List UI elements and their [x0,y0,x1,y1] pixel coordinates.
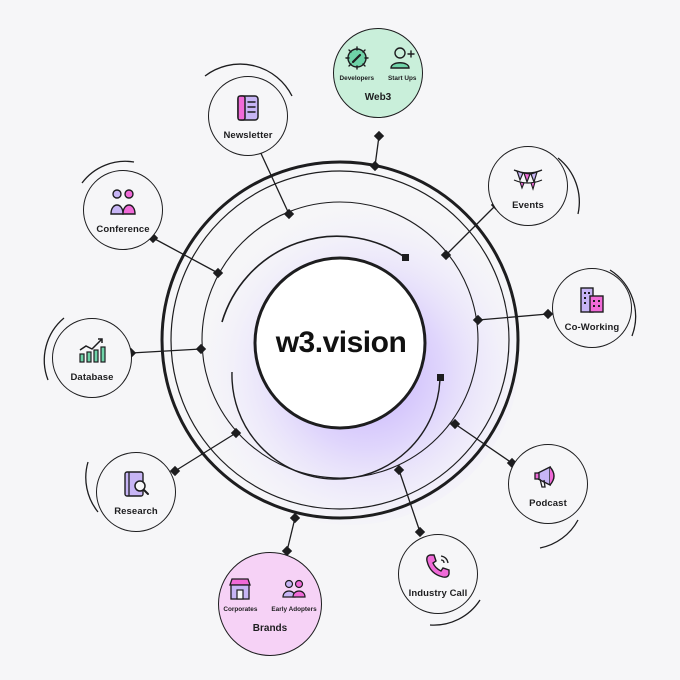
gear-wrench-icon [345,45,369,70]
brand-logo: w3.vision [256,268,426,418]
node-database[interactable]: Database [52,318,132,398]
connector-coworking [477,313,549,321]
brand-text: w3.vision [275,326,407,359]
node-label: Brands [252,622,288,634]
node-label: Database [70,371,114,383]
document-icon [237,94,259,121]
connector-events [445,204,497,256]
node-arc-conference [81,160,135,184]
connector-dot [195,343,207,355]
book-search-icon [124,470,149,497]
sub-developers: Developers [340,44,374,82]
node-label: Web3 [364,91,392,103]
connector-dot [414,526,426,538]
node-podcast[interactable]: Podcast [508,444,588,524]
arc-end-marker [437,374,444,381]
connector-dot [289,512,301,524]
outer-ring-thick [160,160,520,520]
people-icon [110,188,136,215]
node-brands[interactable]: Corporates Early Adopters Brands [218,552,322,656]
middle-ring [201,201,479,479]
connector-dot [449,418,461,430]
connector-dot [472,314,484,326]
node-arc-industry-call [429,599,481,626]
connector-dot [281,545,293,557]
megaphone-icon [534,465,555,488]
connector-dot [373,130,385,142]
node-label: Events [512,199,544,211]
connector-dot [230,427,242,439]
sub-early-adopters: Early Adopters [271,575,317,613]
connector-conference [152,237,219,274]
connector-research [174,432,237,472]
connector-database [130,348,202,354]
connector-dot [169,465,181,477]
connector-dot [369,160,381,172]
node-events[interactable]: Events [488,146,568,226]
node-label: Conference [96,223,150,235]
node-arc-research [85,461,99,513]
connector-podcast [454,423,513,464]
node-arc-database [43,317,65,381]
node-arc-newsletter [204,63,293,97]
outer-ring-thin [170,170,510,510]
chart-icon [79,337,106,363]
node-coworking[interactable]: Co-Working [552,268,632,348]
building-icon [580,286,604,313]
node-label: Research [114,505,158,517]
node-arc-events [557,157,580,215]
inner-arc-bottom [231,371,441,480]
node-conference[interactable]: Conference [83,170,163,250]
node-label: Industry Call [408,587,468,599]
sub-start-ups: Start Ups [388,44,416,82]
bunting-icon [513,168,543,191]
connector-web3 [374,135,380,167]
node-label: Newsletter [223,129,273,141]
storefront-icon [229,577,252,600]
sub-corporates: Corporates [223,575,257,613]
connector-dot [440,249,452,261]
connector-brands [286,517,296,552]
node-label: Podcast [529,497,567,509]
connector-dot [212,267,224,279]
node-research[interactable]: Research [96,452,176,532]
connector-newsletter [257,146,290,215]
node-newsletter[interactable]: Newsletter [208,76,288,156]
center-disc [253,256,427,430]
phone-icon [426,553,450,578]
node-label: Co-Working [564,321,620,333]
connector-dot [542,308,554,320]
user-plus-icon [390,46,415,69]
node-arc-coworking [609,269,637,337]
node-web3[interactable]: Developers Start Ups Web3 [333,28,423,118]
node-arc-podcast [539,519,579,549]
connector-dot [283,208,295,220]
connector-industry-call [398,469,421,533]
arc-end-marker [402,254,409,261]
group-icon [282,579,306,598]
inner-arc-top [221,235,407,323]
node-industry-call[interactable]: Industry Call [398,534,478,614]
connector-dot [393,464,405,476]
